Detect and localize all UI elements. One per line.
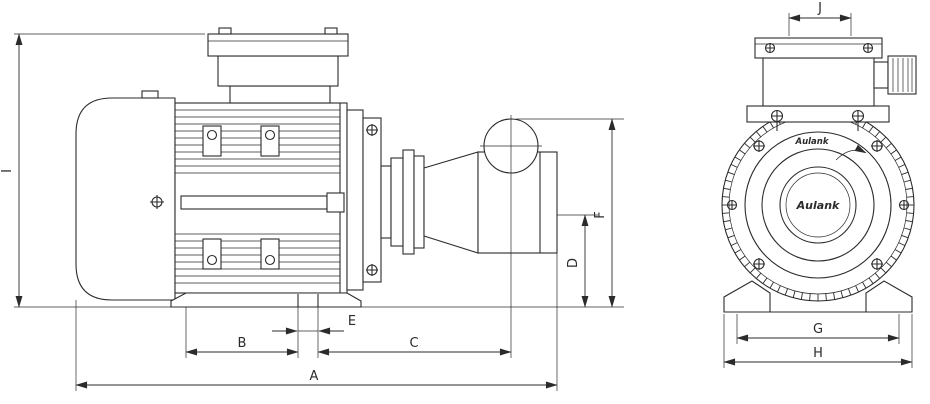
face-screw-icon: [726, 199, 738, 211]
body-bolt-tabs: [202, 125, 280, 270]
plate-screw-icon: [851, 109, 865, 131]
rotation-arrow-icon: [835, 144, 867, 161]
side-view: I A B C E: [0, 27, 624, 391]
plate-screw-icon: [770, 109, 784, 131]
dim-label-j: J: [817, 1, 822, 16]
flange-ring: [362, 117, 382, 283]
dim-label-h: H: [813, 346, 823, 361]
pump-bell: [423, 151, 479, 254]
hub-inner-circle: [785, 172, 851, 238]
mounting-flange: [346, 109, 364, 291]
box-adapter-plate: [746, 105, 890, 123]
tie-rod-nut: [326, 192, 345, 213]
lid-screw-icon: [324, 27, 338, 35]
end-cap-lug: [141, 90, 159, 99]
box-lid: [754, 37, 883, 59]
dim-I: I: [0, 33, 205, 308]
dim-label-b: B: [238, 336, 247, 351]
brand-logo-top: Aulank: [795, 137, 830, 147]
hub-circle: [779, 166, 857, 244]
face-screw-icon: [898, 199, 910, 211]
face-screw-icon: [753, 140, 765, 152]
dim-D: D: [361, 214, 624, 308]
dim-G: G: [736, 314, 900, 344]
cooling-fins-top: [175, 109, 340, 174]
terminal-box-front: [746, 37, 917, 131]
face-screw-icon: [871, 140, 883, 152]
dim-label-d: D: [566, 258, 581, 268]
face-screws: [726, 140, 910, 270]
cooling-fins-bottom: [175, 233, 340, 284]
dim-F: F: [516, 118, 624, 308]
dim-E: E: [272, 314, 356, 335]
motor-end-cap: [75, 97, 176, 301]
dim-label-g: G: [813, 322, 823, 337]
dim-J: J: [788, 1, 852, 36]
motor-feet-front: [723, 280, 913, 313]
lid-screw-icon: [218, 27, 232, 35]
end-cap-screw-icon: [150, 195, 164, 209]
dim-label-f: F: [593, 211, 608, 218]
tie-rod: [180, 195, 328, 210]
face-screw-icon: [871, 258, 883, 270]
box-body: [762, 57, 875, 107]
dim-label-e: E: [348, 314, 356, 329]
flange-screw-icon: [366, 124, 378, 136]
face-screw-icon: [753, 258, 765, 270]
dim-C: C: [317, 115, 512, 358]
flange-screw-icon: [366, 264, 378, 276]
cable-gland: [873, 55, 917, 95]
dim-B: B: [185, 307, 299, 358]
motor-feet-side: [170, 292, 362, 308]
brand-logo-center: Aulank: [796, 199, 840, 212]
shaft-coupling: [380, 149, 479, 255]
end-shield-circle: [744, 131, 892, 279]
dim-label-c: C: [409, 336, 418, 351]
dim-A: A: [75, 253, 558, 391]
front-view: Aulank Aulank: [721, 1, 917, 368]
dim-H: H: [723, 314, 913, 368]
dim-label-i: I: [0, 169, 15, 173]
lid-screw-icon: [764, 42, 776, 54]
lid-screw-icon: [862, 42, 874, 54]
terminal-box-side: [207, 27, 349, 104]
bearing-ring-circle: [761, 148, 875, 262]
dim-label-a: A: [310, 369, 319, 384]
